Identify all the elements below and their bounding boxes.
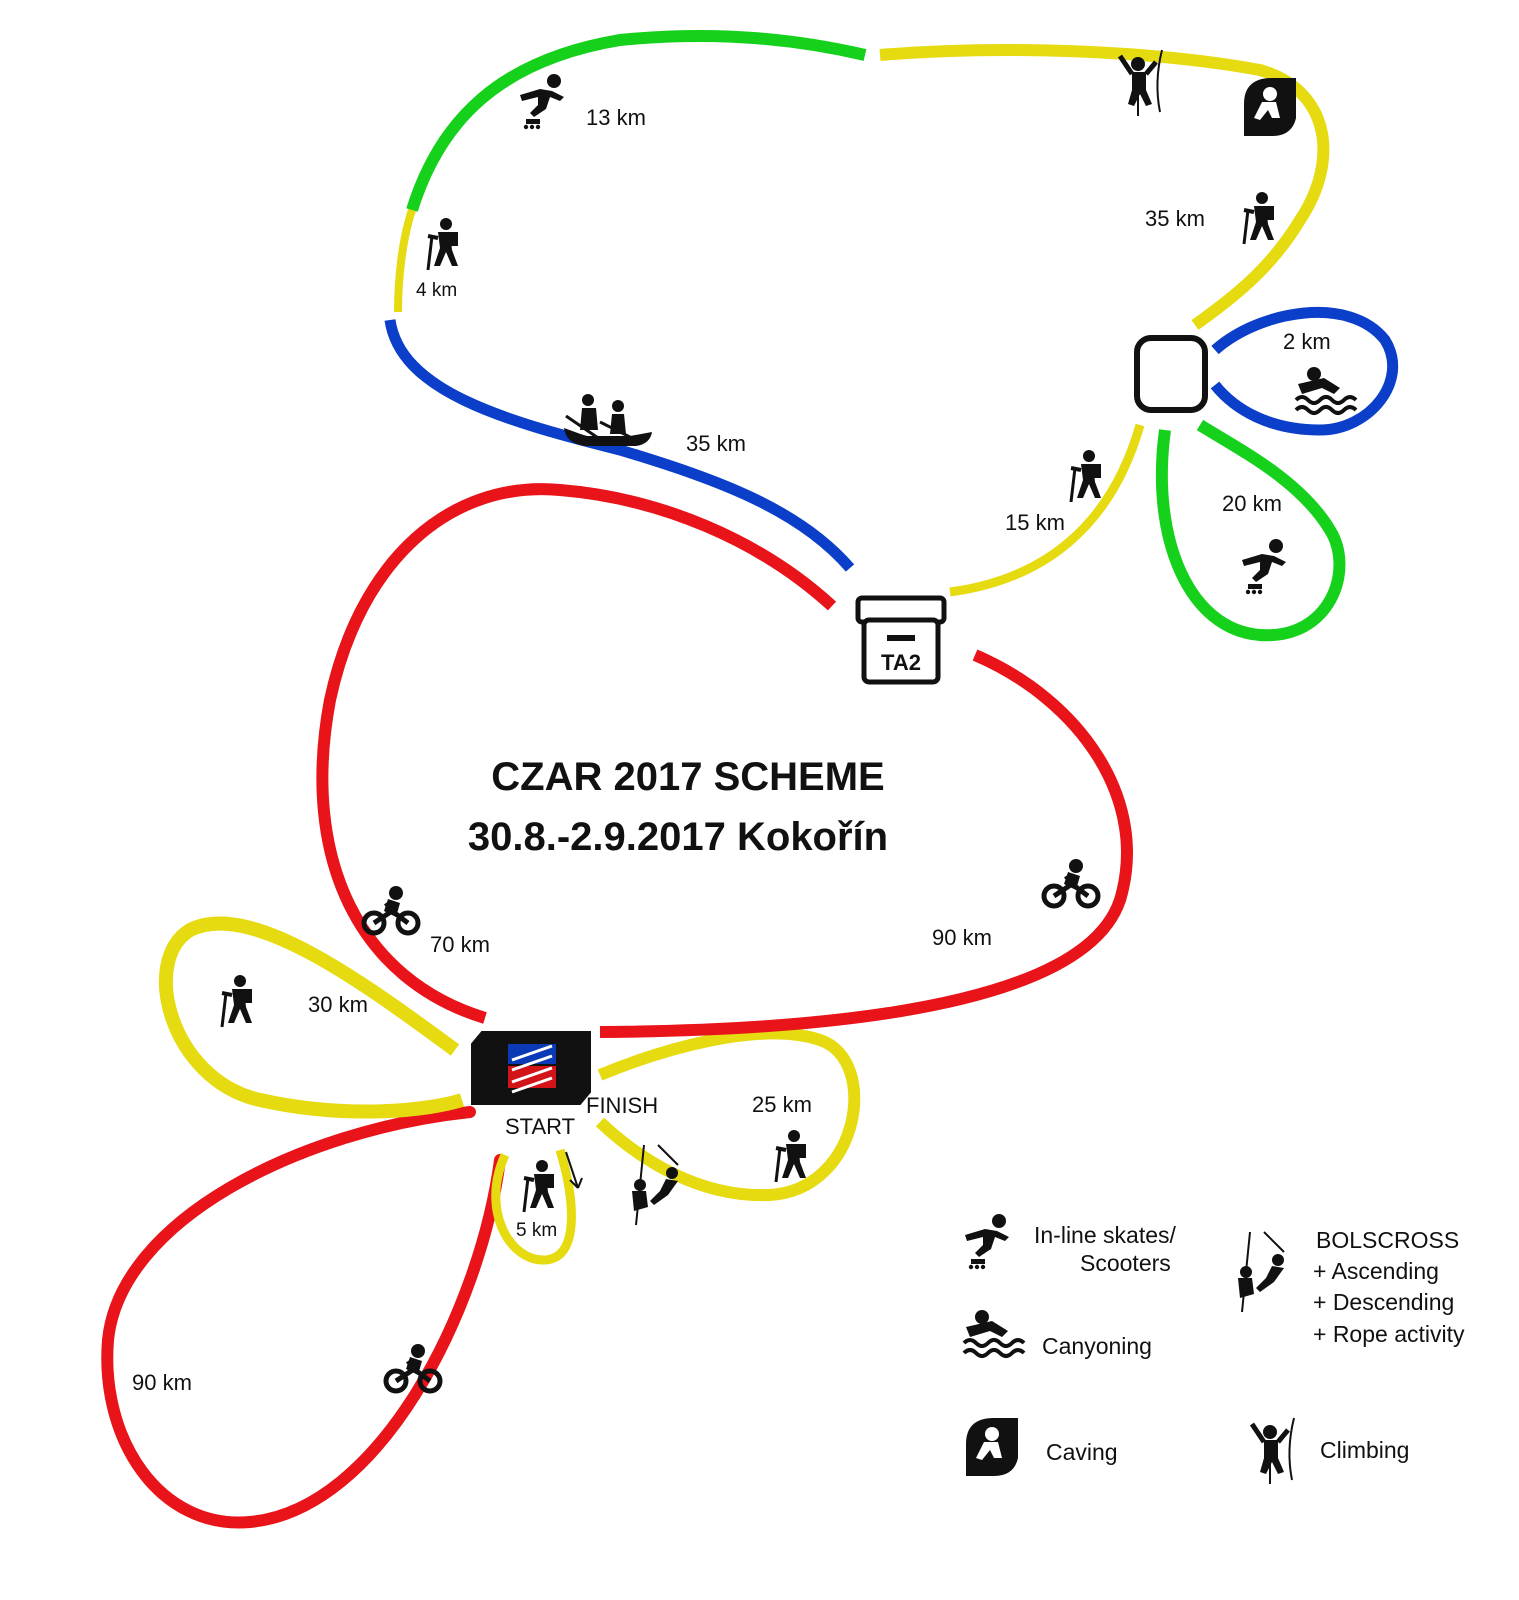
caving-icon <box>1244 78 1296 136</box>
loop-canyon-2km <box>1210 307 1399 436</box>
leg-trek-35km <box>879 44 1330 330</box>
legend-skates-line1: In-line skates/ <box>1034 1222 1177 1248</box>
legend-bolscross-line2: + Ascending <box>1313 1258 1439 1284</box>
distance-label: 35 km <box>1145 206 1205 231</box>
legend-bolscross-line4: + Rope activity <box>1313 1321 1465 1347</box>
legend-bolscross-line1: BOLSCROSS <box>1316 1227 1459 1253</box>
loop-bike-70km <box>316 483 837 1024</box>
distance-label: 70 km <box>430 932 490 957</box>
canyoning-icon <box>1294 365 1358 415</box>
distance-label: 30 km <box>308 992 368 1017</box>
inline-skates-icon <box>965 1214 1009 1270</box>
ta2-label: TA2 <box>881 650 921 675</box>
climbing-icon <box>1252 1418 1294 1484</box>
loop-bike-90km-e <box>599 649 1133 1038</box>
distance-label: 20 km <box>1222 491 1282 516</box>
canoe-icon <box>562 392 654 448</box>
caving-icon <box>966 1418 1018 1476</box>
page-subtitle: 30.8.-2.9.2017 Kokořín <box>468 815 888 859</box>
distance-label: 25 km <box>752 1092 812 1117</box>
legend-bolscross-line3: + Descending <box>1313 1289 1454 1315</box>
distance-label: 35 km <box>686 431 746 456</box>
loop-trek-5km <box>491 1148 576 1265</box>
arrow-icon <box>565 1151 583 1189</box>
loop-trek-25km <box>595 1027 861 1202</box>
trekking-icon <box>220 973 254 1029</box>
czar-logo <box>471 1031 591 1105</box>
legend-canyoning: Canyoning <box>1042 1333 1152 1359</box>
distance-label: 13 km <box>586 105 646 130</box>
inline-skates-icon <box>1242 539 1286 595</box>
page-title: CZAR 2017 SCHEME <box>491 755 884 799</box>
rope-activity-icon <box>1237 1231 1285 1313</box>
route-loops <box>101 30 1399 1529</box>
trekking-icon <box>426 216 460 272</box>
inline-skates-icon <box>520 74 564 130</box>
trekking-icon <box>774 1128 808 1184</box>
ta1-box <box>1134 335 1208 413</box>
leg-trek-4km <box>394 208 416 313</box>
loop-trek-30km <box>159 916 465 1119</box>
bike-icon <box>1044 859 1098 906</box>
canyoning-icon <box>962 1308 1026 1358</box>
legend-climbing: Climbing <box>1320 1437 1409 1463</box>
loop-skate-20km <box>1155 419 1346 642</box>
legend-caving: Caving <box>1046 1439 1118 1465</box>
ta2-node: TA2 <box>855 595 947 685</box>
distance-label: 90 km <box>132 1370 192 1395</box>
legend: In-line skates/ Scooters Canyoning Cavin… <box>962 1214 1465 1484</box>
trekking-icon <box>1069 448 1103 504</box>
leg-trek-15km <box>949 423 1145 597</box>
distance-label: 2 km <box>1283 329 1331 354</box>
trekking-icon <box>1242 190 1276 246</box>
bike-icon <box>364 886 418 933</box>
leg-skate-13km <box>406 30 867 212</box>
start-label: START <box>505 1114 575 1139</box>
legend-skates-line2: Scooters <box>1080 1250 1171 1276</box>
finish-label: FINISH <box>586 1093 658 1118</box>
trekking-icon <box>522 1158 556 1214</box>
distance-label: 90 km <box>932 925 992 950</box>
distance-label: 5 km <box>516 1220 557 1241</box>
distance-label: 4 km <box>416 280 457 301</box>
distance-label: 15 km <box>1005 510 1065 535</box>
leg-canoe-35km <box>384 319 855 572</box>
loop-bike-90km-sw <box>101 1106 506 1529</box>
